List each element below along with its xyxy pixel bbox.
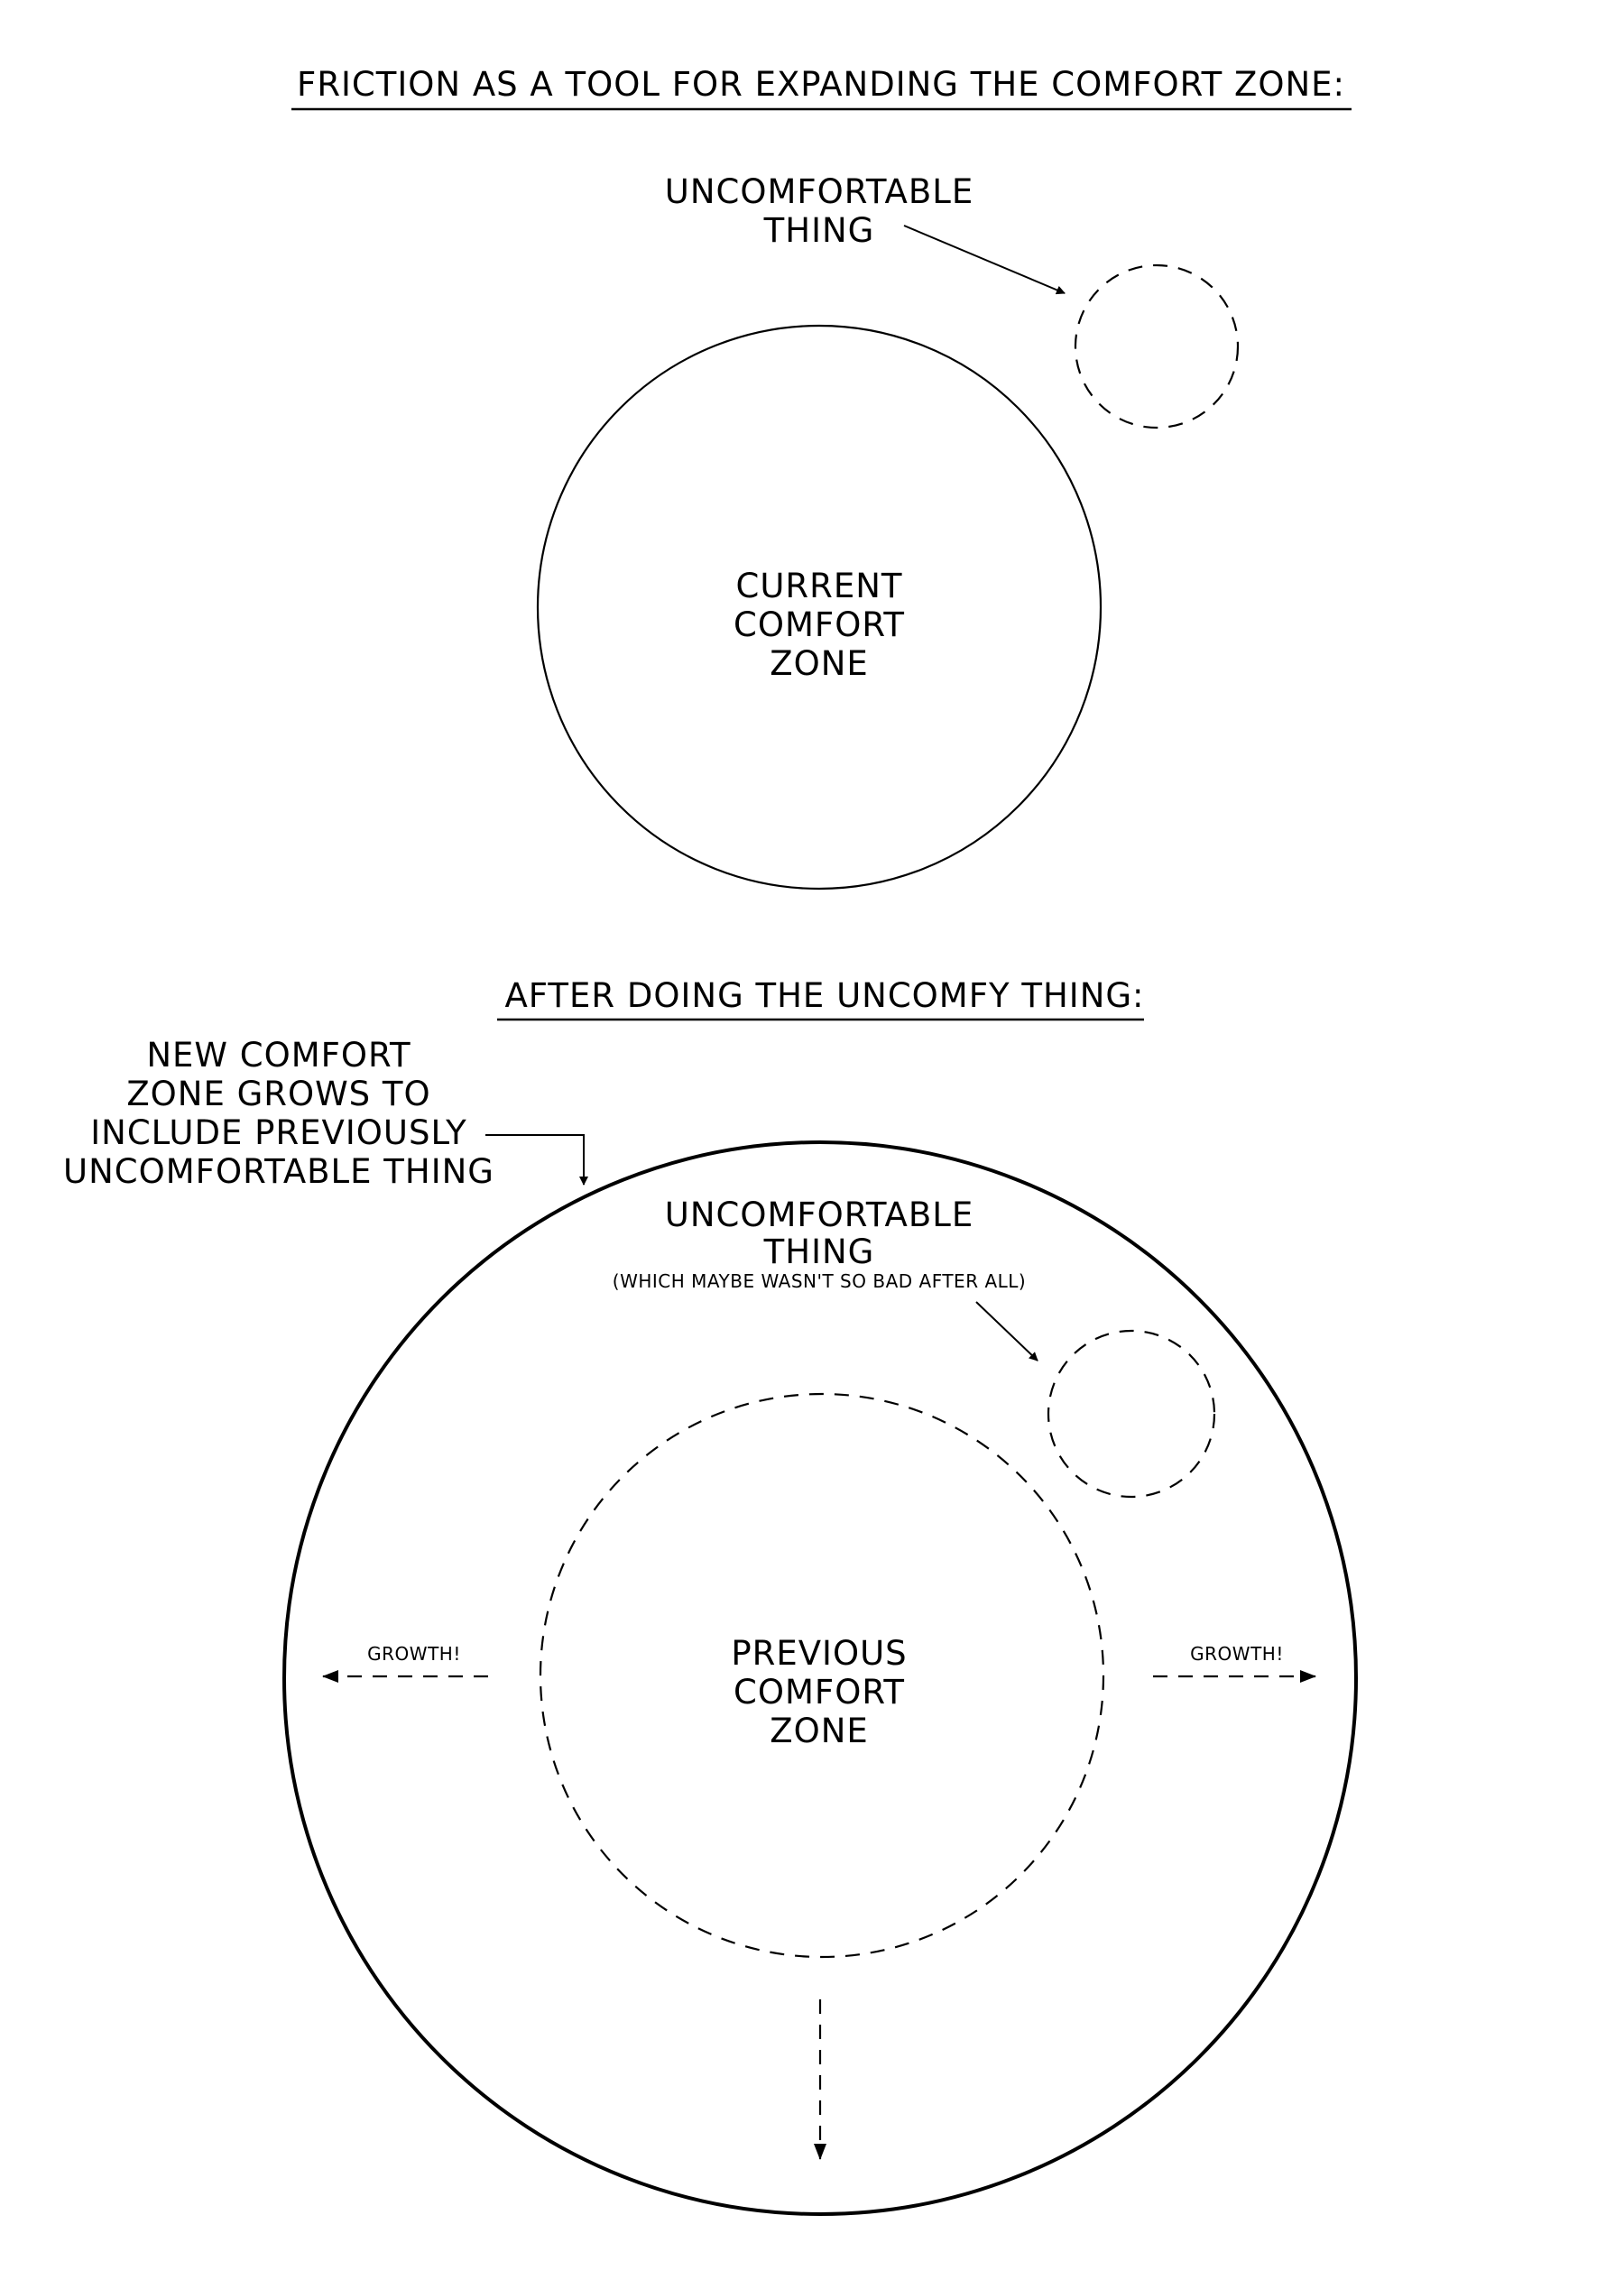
bottom-uncomfortable-label-line1: UNCOMFORTABLE <box>665 1195 973 1234</box>
top-uncomfortable-arrow <box>903 225 1066 295</box>
page-title: FRICTION AS A TOOL FOR EXPANDING THE COM… <box>297 65 1345 104</box>
new-zone-note-line4: UNCOMFORTABLE THING <box>63 1152 494 1191</box>
top-uncomfortable-label-line2: THING <box>763 211 875 250</box>
new-zone-note-line1: NEW COMFORT <box>146 1036 411 1075</box>
previous-zone-label-line3: ZONE <box>770 1712 869 1750</box>
section-subtitle: AFTER DOING THE UNCOMFY THING: <box>504 976 1144 1015</box>
bottom-uncomfortable-label-line2: THING <box>763 1232 875 1271</box>
new-zone-note-line2: ZONE GROWS TO <box>126 1075 430 1113</box>
previous-zone-label-line1: PREVIOUS <box>731 1634 907 1673</box>
top-uncomfortable-label-line1: UNCOMFORTABLE <box>665 172 973 211</box>
previous-comfort-zone-circle <box>539 1392 1105 1959</box>
new-comfort-zone-circle <box>282 1140 1358 2216</box>
bottom-uncomfortable-arrow <box>975 1301 1038 1361</box>
growth-right-label: GROWTH! <box>1190 1643 1284 1665</box>
previous-zone-label-line2: COMFORT <box>734 1673 905 1712</box>
current-comfort-zone-circle <box>536 324 1103 891</box>
new-zone-note-line3: INCLUDE PREVIOUSLY <box>90 1113 467 1152</box>
current-zone-label-line2: COMFORT <box>734 605 905 644</box>
current-zone-label-line3: ZONE <box>770 644 869 683</box>
top-uncomfortable-thing-circle <box>1074 263 1240 429</box>
bottom-uncomfortable-note: (WHICH MAYBE WASN'T SO BAD AFTER ALL) <box>613 1270 1026 1292</box>
bottom-uncomfortable-thing-circle <box>1047 1329 1216 1499</box>
current-zone-label-line1: CURRENT <box>736 567 903 605</box>
new-zone-note-arrow <box>485 1134 588 1186</box>
growth-left-label: GROWTH! <box>367 1643 461 1665</box>
